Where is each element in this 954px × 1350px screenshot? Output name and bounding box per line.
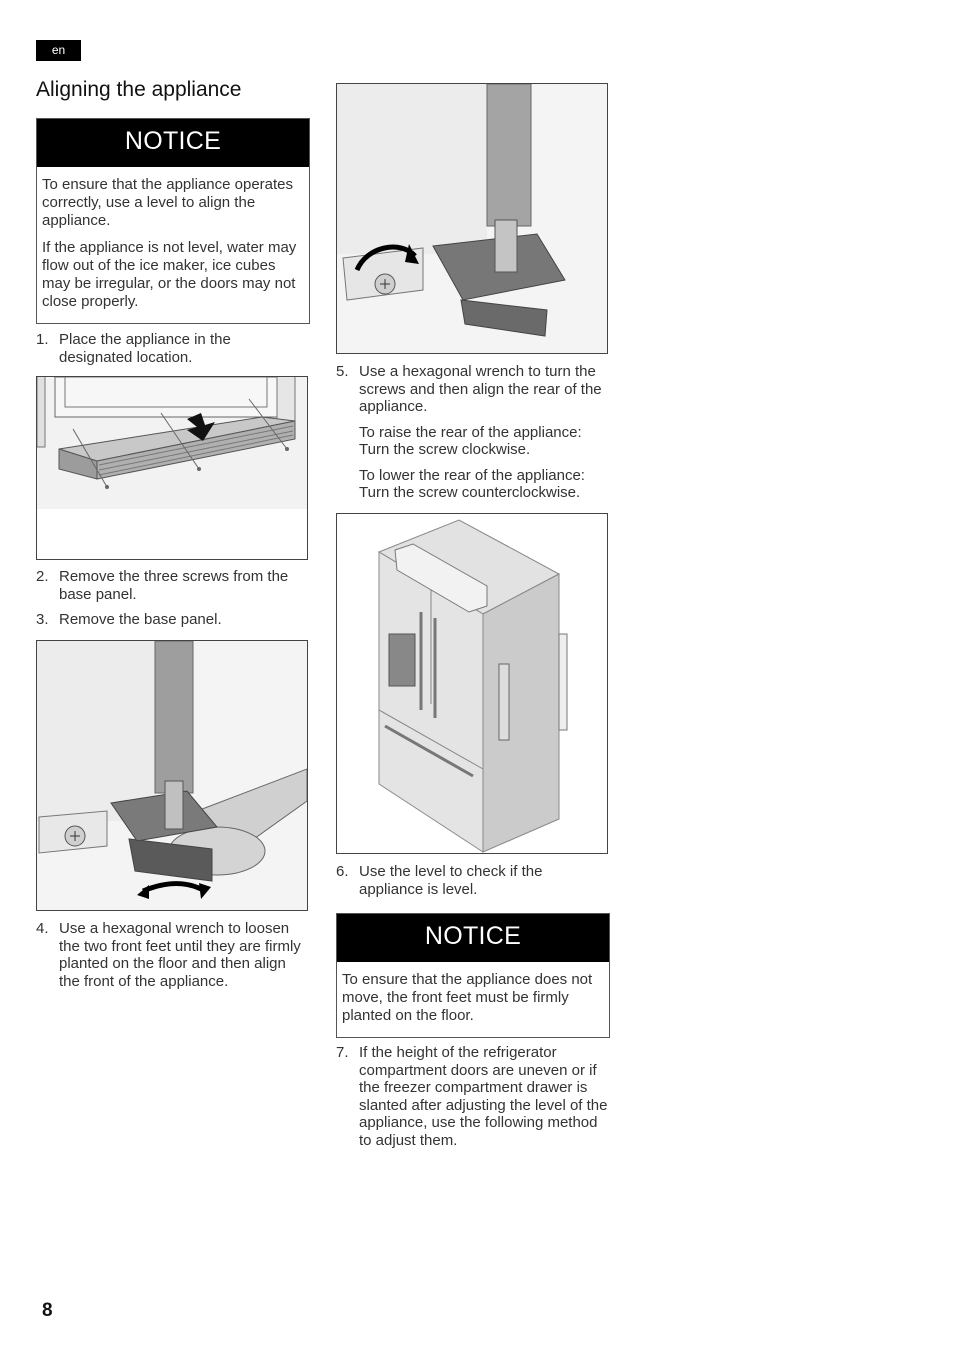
step-1: 1. Place the appliance in the designated… (36, 331, 304, 366)
step-text: If the height of the refrigerator compar… (359, 1044, 608, 1149)
step-5: 5. Use a hexagonal wrench to turn the sc… (336, 363, 609, 502)
step-subtext: To lower the rear of the appliance: Turn… (359, 466, 585, 502)
page-number: 8 (42, 1300, 53, 1321)
figure-refrigerator (336, 513, 608, 854)
step-text: Use a hexagonal wrench to turn the screw… (359, 363, 602, 415)
step-4: 4. Use a hexagonal wrench to loosen the … (36, 920, 309, 990)
notice-paragraph: To ensure that the appliance does not mo… (342, 971, 593, 1024)
notice-heading: NOTICE (337, 914, 609, 962)
step-3: 3. Remove the base panel. (36, 611, 309, 629)
section-title: Aligning the appliance (36, 78, 242, 101)
figure-front-foot (36, 640, 308, 911)
step-2: 2. Remove the three screws from the base… (36, 568, 309, 603)
step-number: 2. (36, 568, 49, 585)
step-text: Remove the base panel. (59, 611, 222, 628)
notice-heading: NOTICE (37, 119, 309, 167)
step-text: Use the level to check if the appliance … (359, 863, 543, 898)
step-number: 1. (36, 331, 49, 348)
notice-box: NOTICE To ensure that the appliance oper… (36, 118, 310, 324)
notice-body: To ensure that the appliance operates co… (37, 167, 309, 323)
step-number: 7. (336, 1044, 349, 1061)
step-number: 3. (36, 611, 49, 628)
step-6: 6. Use the level to check if the applian… (336, 863, 609, 898)
step-number: 5. (336, 363, 349, 380)
step-subtext: To raise the rear of the appliance: Turn… (359, 423, 582, 459)
step-text: Remove the three screws from the base pa… (59, 568, 289, 603)
figure-rear-foot (336, 83, 608, 354)
step-7: 7. If the height of the refrigerator com… (336, 1044, 609, 1149)
notice-paragraph: To ensure that the appliance operates co… (42, 176, 294, 229)
figure-base-panel (36, 376, 308, 560)
notice-paragraph: If the appliance is not level, water may… (42, 239, 297, 310)
step-text: Place the appliance in the designated lo… (59, 331, 231, 366)
step-number: 4. (36, 920, 49, 937)
step-number: 6. (336, 863, 349, 880)
step-text: Use a hexagonal wrench to loosen the two… (59, 920, 301, 990)
language-tag: en (36, 40, 81, 61)
notice-box: NOTICE To ensure that the appliance does… (336, 913, 610, 1038)
notice-body: To ensure that the appliance does not mo… (337, 962, 609, 1037)
